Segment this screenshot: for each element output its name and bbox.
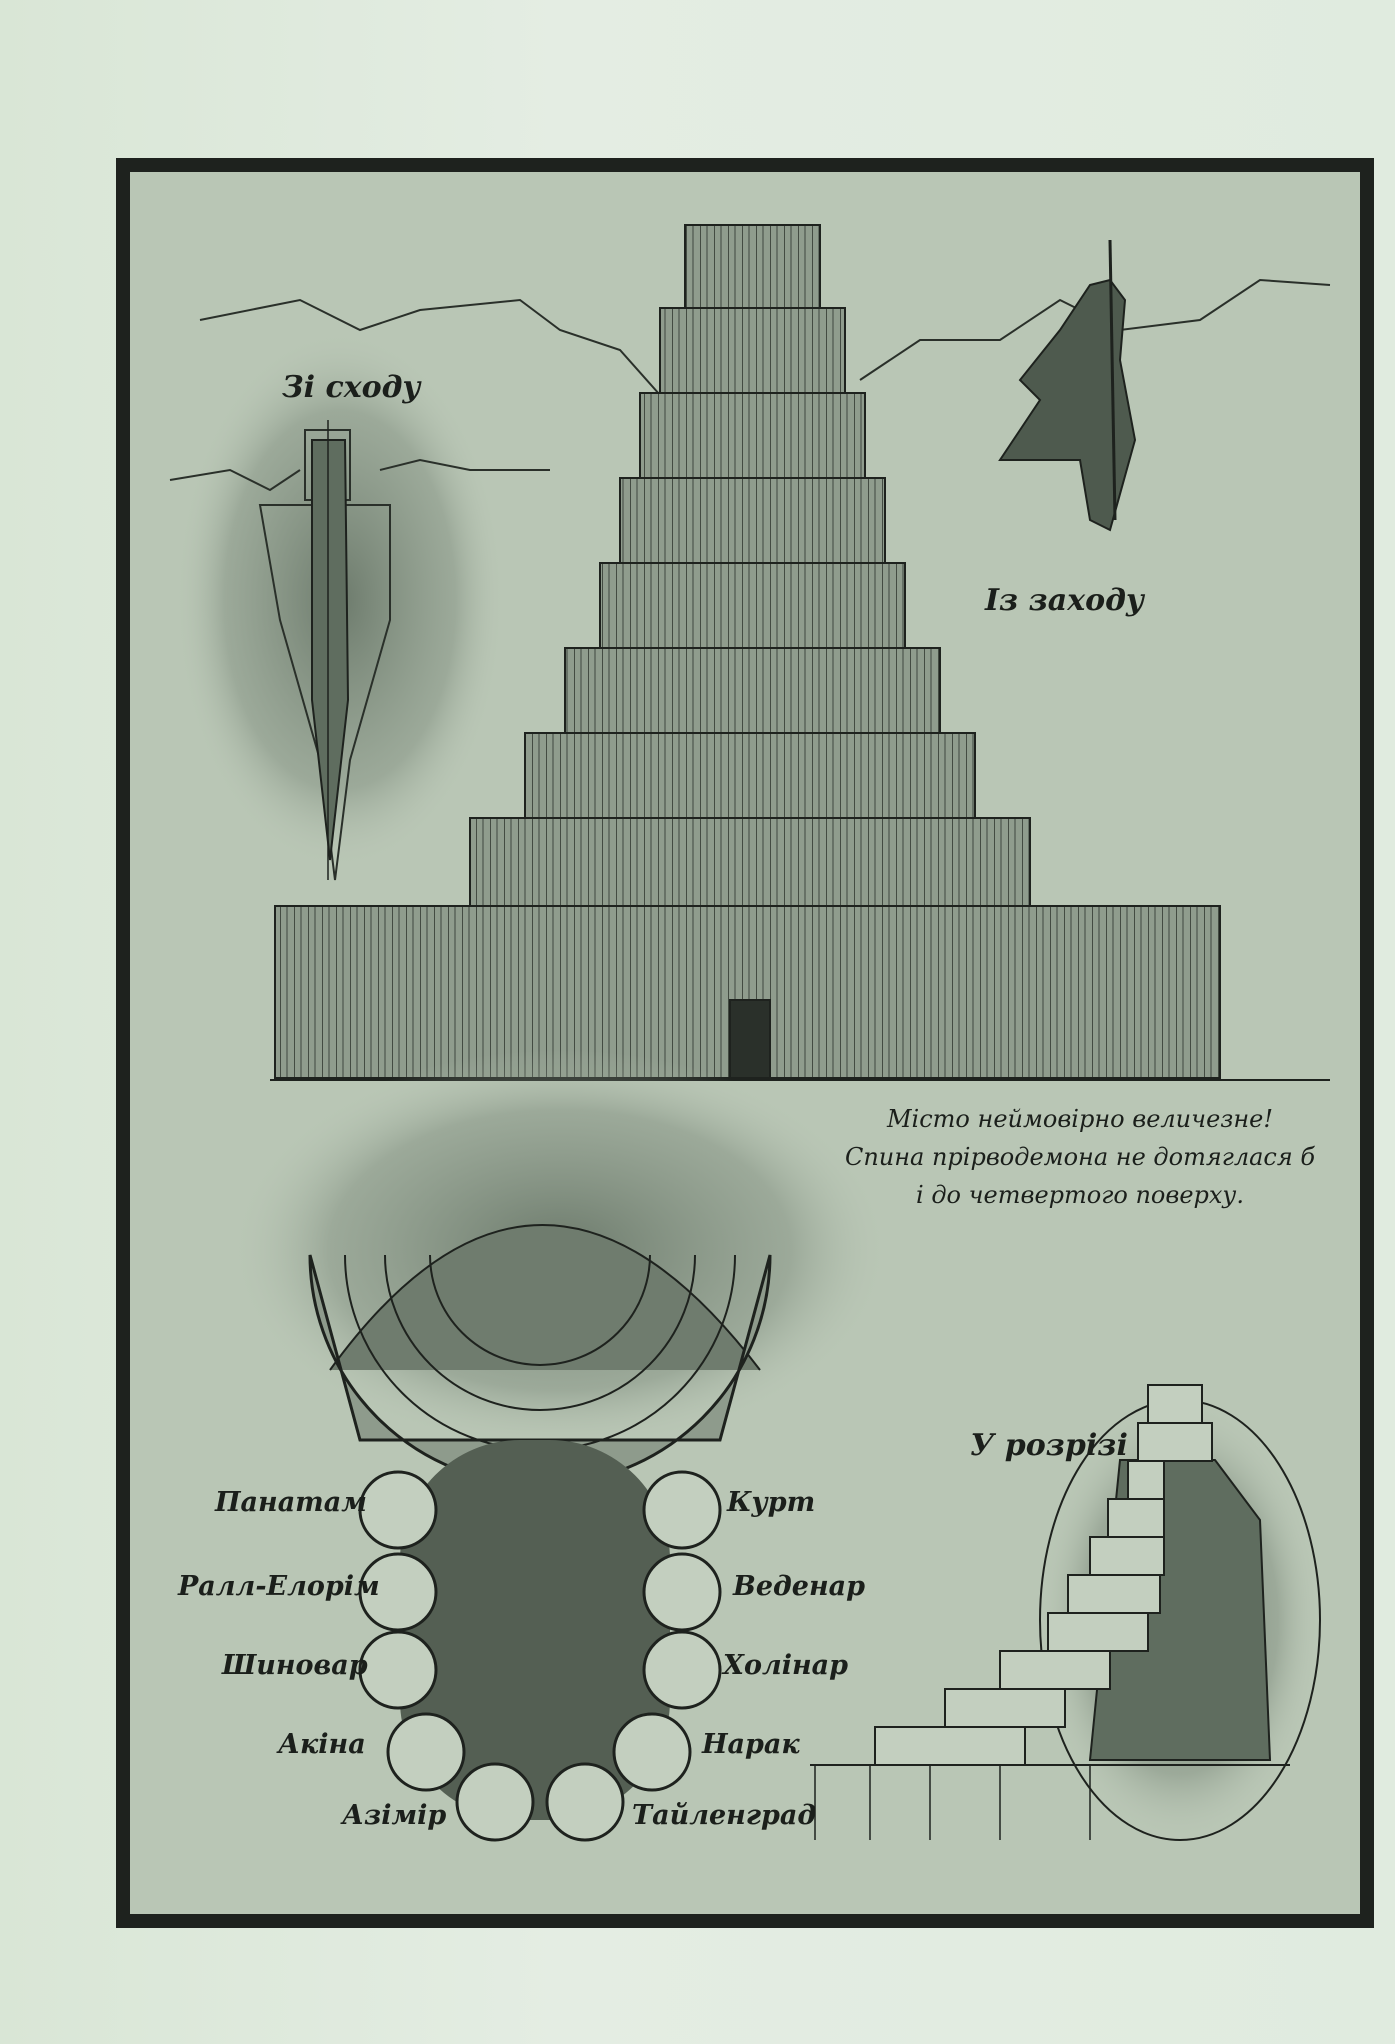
city-label-akina: Акіна (278, 1729, 366, 1760)
city-label-kholinar: Холінар (723, 1650, 849, 1681)
city-label-shinovar: Шиновар (222, 1650, 368, 1681)
note-line-2: Спина прірводемона не дотяглася б (844, 1143, 1316, 1171)
city-label-kurt: Курт (727, 1487, 816, 1518)
handwritten-note: Місто неймовірно величезне! Спина прірво… (840, 1100, 1320, 1214)
note-line-3: і до четвертого поверху. (916, 1181, 1244, 1209)
tower-elevation (270, 224, 1330, 1081)
label-west-view: Із заходу (985, 583, 1144, 618)
east-view-sketch (169, 330, 550, 881)
label-cross-section: У розрізі (970, 1428, 1128, 1463)
note-line-1: Місто неймовірно величезне! (886, 1105, 1274, 1133)
city-label-narak: Нарак (702, 1729, 800, 1760)
cross-section (810, 1384, 1321, 1841)
ground-plan (230, 1050, 890, 1842)
city-label-azimir: Азімір (342, 1800, 447, 1831)
city-label-panatam: Панатам (215, 1487, 367, 1518)
city-label-vedenar: Веденар (733, 1571, 866, 1602)
city-label-rall-elorim: Ралл-Елорім (178, 1571, 380, 1602)
city-label-tailengrad: Тайленград (632, 1800, 817, 1831)
label-east-view: Зі сходу (282, 370, 421, 405)
west-view-figure (998, 239, 1137, 532)
